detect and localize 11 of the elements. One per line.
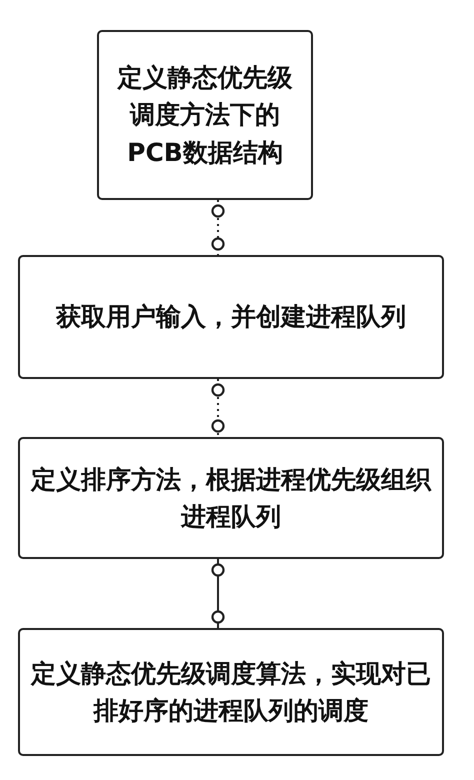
step-text: 定义静态优先级调度方法下的PCB数据结构	[116, 62, 294, 169]
process-box	[97, 30, 313, 200]
process-box	[18, 255, 444, 379]
connector	[211, 379, 225, 437]
connector	[211, 200, 225, 255]
process-box	[18, 628, 444, 756]
step-text: 定义静态优先级调度算法，实现对已排好序的进程队列的调度	[30, 658, 432, 727]
process-box	[18, 437, 444, 559]
step-text: 定义排序方法，根据进程优先级组织进程队列	[30, 464, 432, 533]
step-text: 获取用户输入，并创建进程队列	[56, 301, 406, 334]
connector	[211, 559, 225, 628]
